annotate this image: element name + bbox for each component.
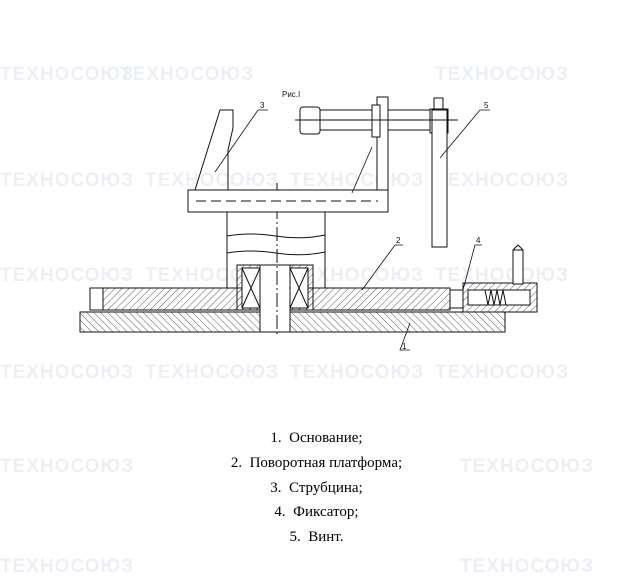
callout-4: 4 <box>476 236 481 245</box>
callout-3: 3 <box>260 101 265 110</box>
leaders <box>214 109 490 351</box>
legend-item: 4. Фиксатор; <box>274 504 359 521</box>
clamp <box>187 96 389 213</box>
legend-item: 1. Основание; <box>270 430 363 446</box>
fixator <box>449 244 538 313</box>
legend-item: 3. Струбцина; <box>270 479 363 496</box>
callout-5: 5 <box>484 101 489 110</box>
figure-caption: Рис.I <box>282 90 300 99</box>
base-plate <box>79 309 506 333</box>
rotary-platform <box>89 264 451 333</box>
column <box>226 210 326 288</box>
callout-1: 1 <box>402 342 407 351</box>
legend-item: 5. Винт. <box>289 529 344 546</box>
parts-legend: 1. Основание; 2. Поворотная платформа; 3… <box>0 426 633 550</box>
screw <box>295 97 458 248</box>
legend-item: 2. Поворотная платформа; <box>230 454 403 471</box>
callout-2: 2 <box>396 236 401 245</box>
